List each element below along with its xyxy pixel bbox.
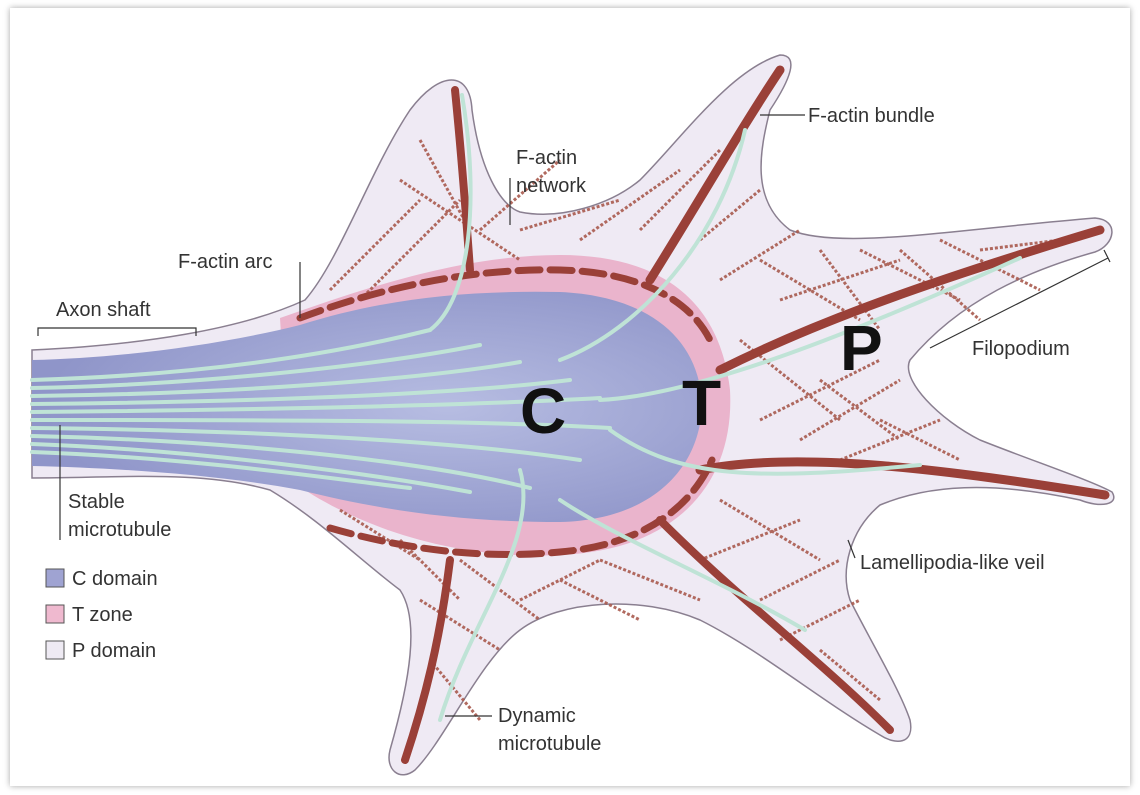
label-lamellipodia-veil: Lamellipodia-like veil <box>860 552 1045 574</box>
label-f-actin-bundle: F-actin bundle <box>808 105 935 127</box>
region-letter-t: T <box>682 367 721 439</box>
legend-swatch-p-domain <box>46 641 64 659</box>
legend: C domain T zone P domain <box>46 568 158 662</box>
legend-label-t-zone: T zone <box>72 604 133 626</box>
label-stable-microtubule-line1: Stable <box>68 491 125 513</box>
label-f-actin-network-line2: network <box>516 175 587 197</box>
label-f-actin-network-line1: F-actin <box>516 147 577 169</box>
legend-label-c-domain: C domain <box>72 568 158 590</box>
region-letter-c: C <box>520 375 566 447</box>
label-filopodium: Filopodium <box>972 338 1070 360</box>
label-stable-microtubule-line2: microtubule <box>68 519 171 541</box>
region-letter-p: P <box>840 312 883 384</box>
legend-swatch-t-zone <box>46 605 64 623</box>
legend-swatch-c-domain <box>46 569 64 587</box>
label-dynamic-microtubule-line1: Dynamic <box>498 705 576 727</box>
label-axon-shaft: Axon shaft <box>56 299 151 321</box>
legend-label-p-domain: P domain <box>72 640 156 662</box>
label-f-actin-arc: F-actin arc <box>178 251 272 273</box>
label-dynamic-microtubule-line2: microtubule <box>498 733 601 755</box>
